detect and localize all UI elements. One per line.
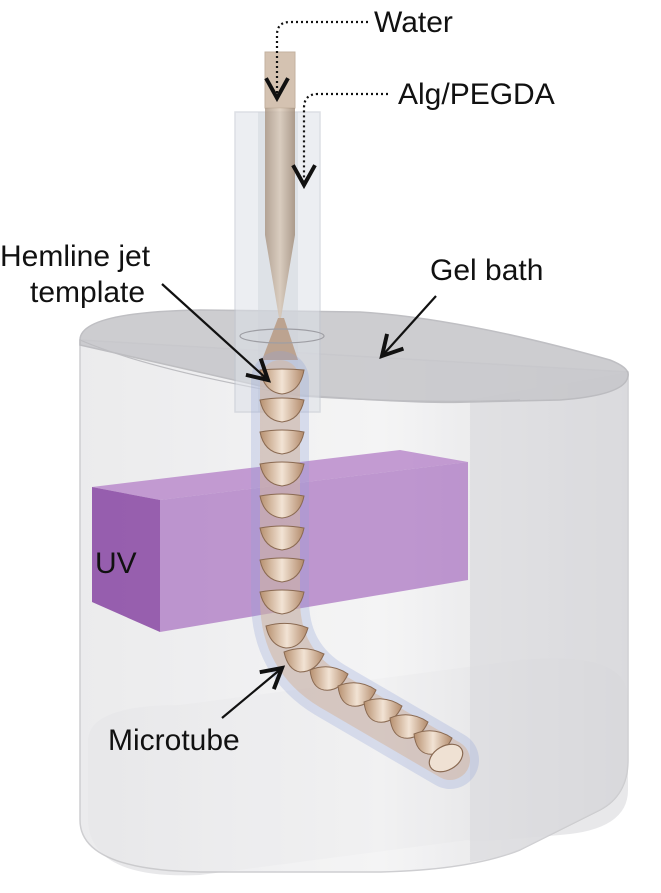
arrow-hemline xyxy=(161,283,272,383)
hemline-segments xyxy=(259,368,453,755)
uv-block-front xyxy=(92,487,160,632)
label-water: Water xyxy=(374,6,453,39)
uv-block-side xyxy=(160,462,468,632)
segment xyxy=(259,397,305,423)
jet-cone xyxy=(262,318,298,360)
inner-capillary-taper xyxy=(265,108,295,318)
label-gel-bath: Gel bath xyxy=(430,254,543,287)
segment xyxy=(259,557,305,583)
segment xyxy=(259,461,305,487)
gel-bath-right-face xyxy=(470,372,628,862)
arrow-alg-pegda xyxy=(291,92,388,190)
label-microtube: Microtube xyxy=(108,724,240,757)
uv-light-block xyxy=(92,450,468,632)
label-uv: UV xyxy=(95,547,137,580)
segment xyxy=(259,493,305,519)
segment xyxy=(259,589,305,615)
segment xyxy=(259,525,305,551)
label-alg-pegda: Alg/PEGDA xyxy=(398,78,555,111)
inner-capillary-top xyxy=(264,51,296,109)
segment xyxy=(265,622,309,649)
segment xyxy=(259,429,305,455)
arrow-microtube xyxy=(221,665,286,719)
label-template: template xyxy=(30,276,145,309)
arrow-gel-bath xyxy=(379,295,437,360)
bath-surface-ring xyxy=(239,328,325,344)
segment xyxy=(283,648,325,673)
microtube-end xyxy=(428,743,464,773)
label-hemline-jet: Hemline jet xyxy=(0,240,151,273)
